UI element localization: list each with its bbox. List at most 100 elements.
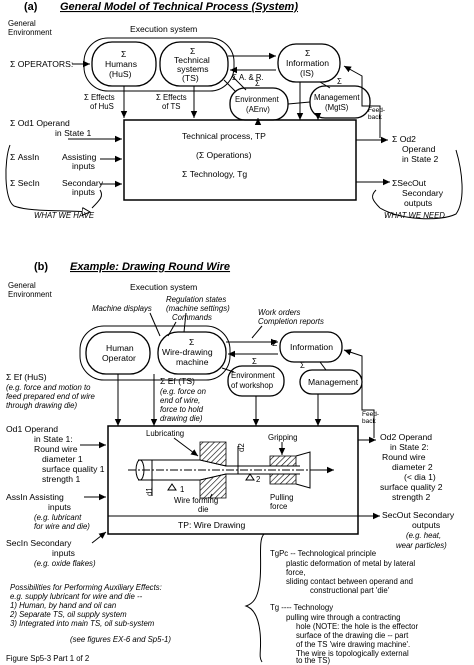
- b-feedback-line1: Feed-: [362, 411, 379, 418]
- b-marker-2: [245, 473, 255, 481]
- b-possibilities-title: Possibilities for Performing Auxiliary E…: [10, 583, 162, 592]
- a-tp-title: Technical process, TP: [182, 131, 266, 141]
- a-execution-system-label: Execution system: [130, 24, 197, 34]
- a-ts-abbr: (TS): [182, 73, 199, 83]
- a-humans-sigma: Σ: [121, 49, 126, 59]
- a-management-label: Management: [314, 93, 360, 102]
- a-od2-line2: Operand: [402, 144, 436, 154]
- b-management-sigma: Σ: [300, 361, 305, 370]
- b-gripper-body: [295, 451, 311, 489]
- b-secin-line1: SecIn Secondary: [6, 538, 72, 548]
- b-feedback-line2: back: [362, 418, 376, 425]
- a-ts-env-link2: [231, 75, 247, 91]
- b-info-mgt-link: [319, 361, 327, 371]
- b-ef-ts-note4: drawing die): [160, 414, 203, 423]
- a-environment-label: Environment: [235, 95, 280, 104]
- b-tg-line1: Tg ---- Technology: [270, 603, 333, 612]
- b-d2-label: d2: [237, 443, 246, 452]
- a-general-environment-line1: General: [8, 19, 36, 28]
- a-od1-line1: Σ Od1 Operand: [10, 118, 70, 128]
- a-feedback-line1: Feed-: [368, 107, 385, 114]
- b-displays-pointer: [149, 312, 161, 337]
- a-humans-label: Humans: [105, 59, 137, 69]
- a-od2-line1: Σ Od2: [392, 134, 416, 144]
- a-humans-abbr: (HuS): [109, 69, 132, 79]
- a-ts-sigma: Σ: [190, 46, 195, 56]
- b-od2-line7: strength 2: [392, 492, 430, 502]
- b-work-orders-1: Work orders: [258, 308, 301, 317]
- a-management-sigma: Σ: [337, 77, 342, 86]
- b-regulation-states-1: Regulation states: [166, 295, 226, 304]
- a-operators-label: Σ OPERATORS:: [10, 59, 73, 69]
- b-ef-ts: Σ Ef (TS): [160, 376, 195, 386]
- a-what-we-have-bracket: [5, 144, 90, 212]
- part-b-heading: Example: Drawing Round Wire: [70, 261, 230, 273]
- b-od1-line1: Od1 Operand: [6, 424, 58, 434]
- part-a: (a) General Model of Technical Process (…: [5, 1, 463, 220]
- b-possibilities-line2: 1) Human, by hand and oil can: [10, 601, 116, 610]
- b-wire-drawing-machine-box: [157, 331, 227, 375]
- b-d1-label: d1: [145, 487, 154, 496]
- b-tgpc-line5: constructional part 'die': [310, 586, 390, 595]
- a-tp-operations: (Σ Operations): [196, 150, 252, 160]
- b-od1-line6: strength 1: [42, 474, 80, 484]
- a-feedback-line2: back: [368, 114, 382, 121]
- b-assin-note1: (e.g. lubricant: [34, 513, 82, 522]
- b-work-orders-pointer: [251, 325, 263, 339]
- a-env-mgt-link: [287, 101, 311, 105]
- a-what-we-have-curl: [91, 189, 103, 209]
- a-effects-hus-line2: of HuS: [90, 102, 114, 111]
- b-gripper-top: [269, 455, 297, 467]
- a-environment-box: [229, 87, 289, 121]
- b-od2-line4: diameter 2: [392, 462, 433, 472]
- b-die-top: [199, 441, 227, 467]
- b-ef-hus-note1: (e.g. force and motion to: [6, 383, 91, 392]
- a-od1-line2: in State 1: [55, 128, 92, 138]
- a-general-environment-line2: Environment: [8, 28, 53, 37]
- a-effects-ts-line1: Σ Effects: [156, 93, 187, 102]
- b-assin-line2: inputs: [48, 502, 71, 512]
- b-possibilities-line1: e.g. supply lubricant for wire and die -…: [10, 592, 143, 601]
- b-secin-note: (e.g. oxide flakes): [34, 559, 96, 568]
- a-management-abbr: (MgtS): [325, 103, 349, 112]
- a-what-we-need-curl: [372, 189, 381, 209]
- b-wdm-line2: machine: [176, 357, 209, 367]
- b-work-orders-2: Completion reports: [258, 317, 324, 326]
- b-wdm-env-link: [221, 367, 235, 373]
- b-wire-forming-die-line2: die: [198, 505, 208, 514]
- b-information-sigma: Σ: [272, 338, 277, 348]
- b-gripping-label: Gripping: [268, 433, 297, 442]
- b-ef-ts-note3: force to hold: [160, 405, 204, 414]
- b-feedback-arrow: [343, 349, 375, 438]
- a-what-we-need-label: WHAT WE NEED: [384, 211, 445, 220]
- part-b: (b) Example: Drawing Round Wire General …: [6, 261, 455, 665]
- a-information-label: Information: [286, 58, 329, 68]
- b-ef-ts-note1: (e.g. force on: [160, 387, 206, 396]
- a-secout-line2: Secondary: [402, 188, 444, 198]
- a-info-mgt-link: [319, 81, 331, 89]
- b-secout-note2: wear particles): [396, 541, 447, 550]
- b-secin-line2: inputs: [52, 548, 75, 558]
- a-environment-ar: Σ A. & R.: [232, 73, 264, 82]
- b-tgpc-line3: force,: [286, 568, 306, 577]
- a-ts-env-link: [223, 79, 237, 93]
- b-tg-line6: The wire is topologically external: [296, 649, 409, 658]
- b-tgpc-line2: plastic deformation of metal by lateral: [286, 559, 415, 568]
- part-a-letter: (a): [24, 1, 38, 13]
- b-information-box: [279, 331, 343, 363]
- b-lubricating-label: Lubricating: [146, 429, 184, 438]
- a-environment-abbr: (AEnv): [246, 105, 270, 114]
- b-tg-line3: hole (NOTE: the hole is the effector: [296, 622, 418, 631]
- b-secout-note1: (e.g. heat,: [406, 531, 441, 540]
- a-management-box: [309, 85, 371, 119]
- b-ef-hus: Σ Ef (HuS): [6, 372, 47, 382]
- part-b-letter: (b): [34, 261, 48, 273]
- a-information-sigma: Σ: [305, 48, 310, 58]
- a-information-abbr: (IS): [300, 68, 314, 78]
- b-possibilities-line3: 2) Separate TS, oil supply system: [9, 610, 127, 619]
- b-commands-pointer: [167, 321, 177, 337]
- a-ts-label2: systems: [177, 64, 209, 74]
- a-information-box: [277, 43, 341, 83]
- b-marker-1-label: 1: [180, 485, 184, 494]
- b-assin-line1: AssIn Assisting: [6, 492, 64, 502]
